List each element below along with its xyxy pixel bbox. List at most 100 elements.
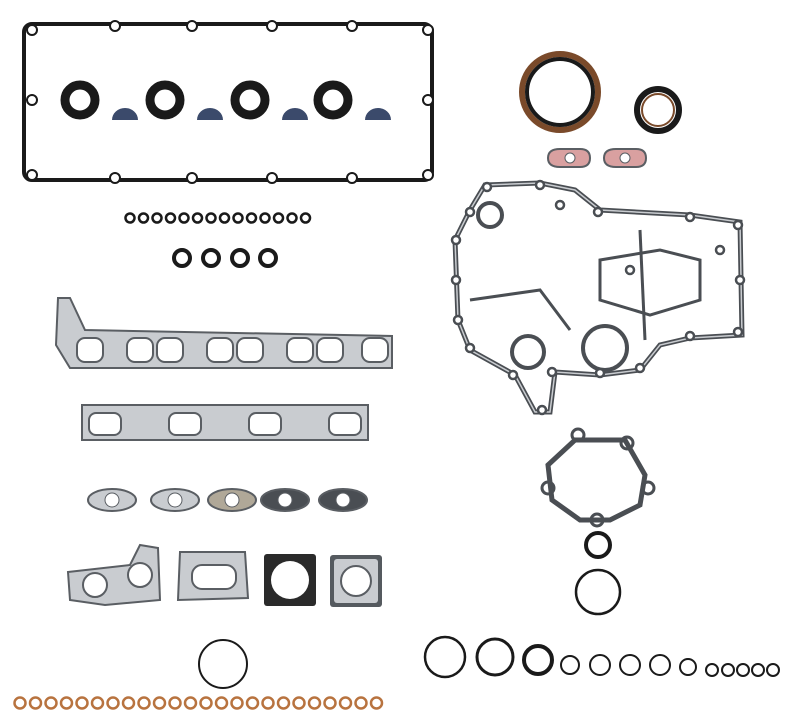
copper-washer bbox=[307, 696, 322, 710]
bolt-hole bbox=[464, 206, 476, 218]
oring bbox=[736, 663, 750, 677]
port bbox=[156, 337, 184, 363]
bolt-hole bbox=[109, 20, 121, 32]
half-moon-seal bbox=[197, 108, 223, 120]
copper-washer bbox=[44, 696, 58, 710]
oring bbox=[423, 635, 467, 679]
bolt-hole bbox=[546, 366, 558, 378]
oring bbox=[218, 212, 231, 224]
bolt-hole bbox=[634, 362, 646, 374]
bolt-hole bbox=[266, 20, 278, 32]
oring bbox=[191, 212, 204, 224]
bolt-hole bbox=[450, 274, 462, 286]
crankshaft-seal bbox=[519, 51, 601, 133]
flange-hole bbox=[104, 492, 120, 508]
bolt-hole bbox=[594, 367, 606, 379]
oring bbox=[245, 212, 258, 224]
copper-washer bbox=[323, 696, 337, 710]
bolt-hole bbox=[592, 206, 604, 218]
port bbox=[286, 337, 314, 363]
bolt-hole bbox=[186, 172, 198, 184]
flange-hole bbox=[277, 492, 293, 508]
oring bbox=[560, 655, 580, 675]
copper-washer bbox=[230, 696, 244, 710]
copper-washers bbox=[13, 696, 384, 710]
oring bbox=[299, 212, 312, 224]
camshaft-seal bbox=[313, 80, 353, 120]
camshaft-seal bbox=[145, 80, 185, 120]
bolt-hole bbox=[109, 172, 121, 184]
copper-washer bbox=[90, 696, 105, 710]
intake-manifold-gasket bbox=[54, 297, 393, 369]
oring bbox=[201, 248, 221, 268]
oring bbox=[137, 212, 150, 224]
timing-cover-bolt-holes bbox=[450, 179, 746, 416]
bolt-hole bbox=[422, 94, 434, 106]
camshaft-seal bbox=[230, 80, 270, 120]
copper-washer bbox=[261, 696, 275, 710]
camshaft-seal bbox=[60, 80, 100, 120]
copper-washer bbox=[276, 696, 291, 710]
bolt-hole bbox=[346, 172, 358, 184]
bolt-hole bbox=[732, 219, 744, 231]
bolt-hole bbox=[507, 369, 519, 381]
oring bbox=[230, 248, 250, 268]
oring bbox=[164, 212, 177, 224]
timing-cover-gasket bbox=[452, 180, 745, 415]
oring bbox=[766, 663, 780, 677]
port bbox=[248, 412, 282, 436]
port bbox=[206, 337, 234, 363]
bolt-hole bbox=[26, 169, 38, 181]
bolt-hole bbox=[732, 326, 744, 338]
large-oring bbox=[198, 639, 248, 689]
half-moon-seals bbox=[112, 108, 391, 120]
bolt-hole bbox=[481, 181, 493, 193]
water-pump-oring-small bbox=[584, 531, 612, 559]
bolt-hole bbox=[452, 314, 464, 326]
oring bbox=[258, 248, 278, 268]
bolt-hole bbox=[422, 169, 434, 181]
oring bbox=[619, 654, 641, 676]
oring bbox=[232, 212, 244, 224]
bolt-hole bbox=[346, 20, 358, 32]
copper-washer bbox=[75, 696, 89, 710]
oring bbox=[751, 663, 765, 677]
flange-hole bbox=[167, 492, 183, 508]
bolt-hole bbox=[684, 211, 696, 223]
flange-hole bbox=[224, 492, 240, 508]
bolt-hole bbox=[186, 20, 198, 32]
oring bbox=[124, 212, 136, 224]
copper-washer bbox=[214, 696, 229, 710]
bolt-hole bbox=[26, 24, 38, 36]
bolt-hole bbox=[266, 172, 278, 184]
copper-washer bbox=[369, 696, 384, 710]
bolt-hole bbox=[464, 342, 476, 354]
oring bbox=[475, 637, 515, 677]
copper-washer bbox=[13, 696, 27, 710]
oring bbox=[151, 212, 163, 224]
copper-washer bbox=[245, 696, 260, 710]
valve-cover-bolt-holes bbox=[26, 20, 434, 184]
oring bbox=[286, 212, 298, 224]
port bbox=[316, 337, 344, 363]
oring bbox=[172, 248, 192, 268]
small-crank-seal bbox=[634, 86, 682, 134]
oring bbox=[522, 644, 554, 676]
half-moon-seal bbox=[365, 108, 391, 120]
oring bbox=[259, 212, 271, 224]
copper-washer bbox=[183, 696, 198, 710]
bolt-hole bbox=[684, 330, 696, 342]
copper-washer bbox=[28, 696, 43, 710]
assorted-orings bbox=[423, 635, 780, 679]
port bbox=[126, 337, 154, 363]
port bbox=[361, 337, 389, 363]
oring bbox=[205, 212, 217, 224]
bolt-hole bbox=[536, 404, 548, 416]
oring bbox=[679, 658, 697, 676]
copper-washer bbox=[354, 696, 368, 710]
turbo-gaskets bbox=[66, 543, 382, 607]
injector-orings bbox=[124, 212, 312, 224]
port bbox=[168, 412, 202, 436]
flange-hole bbox=[335, 492, 351, 508]
